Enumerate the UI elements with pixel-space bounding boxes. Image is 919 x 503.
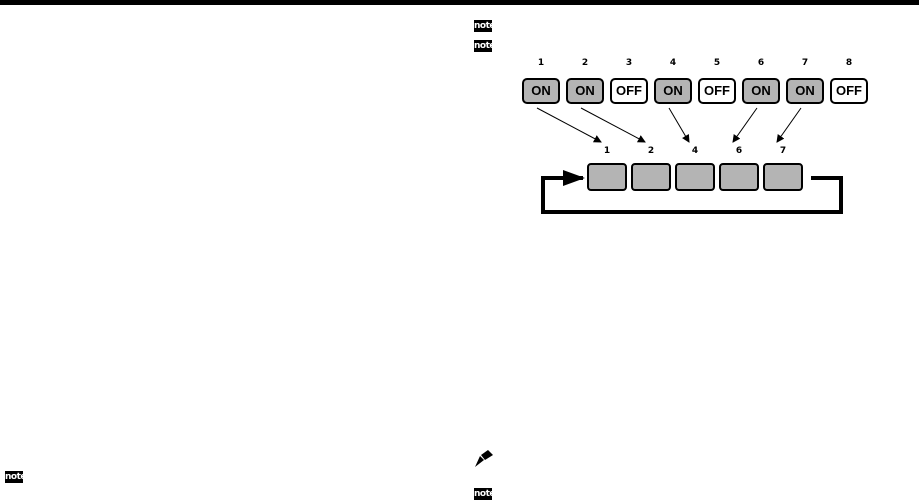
sequence-step-number: 2 (647, 146, 655, 156)
step-2-state: ON (566, 78, 604, 104)
sequence-cell (763, 163, 803, 191)
sequence-cell (675, 163, 715, 191)
note-icon: note (474, 40, 496, 52)
step-5-state: OFF (698, 78, 736, 104)
step-number: 3 (625, 58, 633, 68)
step-number: 1 (537, 58, 545, 68)
step-number: 5 (713, 58, 721, 68)
sequence-cell (719, 163, 759, 191)
connector-arrow-step-7 (776, 107, 802, 143)
top-rule (0, 0, 919, 5)
connector-arrow-step-4 (668, 107, 690, 143)
sequence-step-number: 1 (603, 146, 611, 156)
connector-arrow-step-2 (580, 107, 646, 143)
sequence-step-number: 7 (779, 146, 787, 156)
sequence-cell (587, 163, 627, 191)
sequence-cell (631, 163, 671, 191)
note-icon: note (474, 488, 496, 500)
step-number: 7 (801, 58, 809, 68)
step-number: 8 (845, 58, 853, 68)
step-3-state: OFF (610, 78, 648, 104)
step-8-state: OFF (830, 78, 868, 104)
step-number: 4 (669, 58, 677, 68)
connector-arrow-step-1 (536, 107, 602, 143)
note-icon: note (5, 471, 27, 483)
diagram-connectors (536, 107, 843, 214)
step-4-state: ON (654, 78, 692, 104)
sequence-step-number: 4 (691, 146, 699, 156)
step-number: 6 (757, 58, 765, 68)
step-1-state: ON (522, 78, 560, 104)
sequence-step-number: 6 (735, 146, 743, 156)
connector-arrow-step-6 (732, 107, 758, 143)
step-6-state: ON (742, 78, 780, 104)
pencil-caution-icon (474, 450, 494, 468)
step-on-off-diagram: 1 2 3 4 5 6 7 8 ON ON OFF ON OFF ON ON O… (515, 50, 875, 225)
step-7-state: ON (786, 78, 824, 104)
note-icon: note (474, 20, 496, 32)
step-number: 2 (581, 58, 589, 68)
loop-back-arrow (541, 170, 843, 214)
